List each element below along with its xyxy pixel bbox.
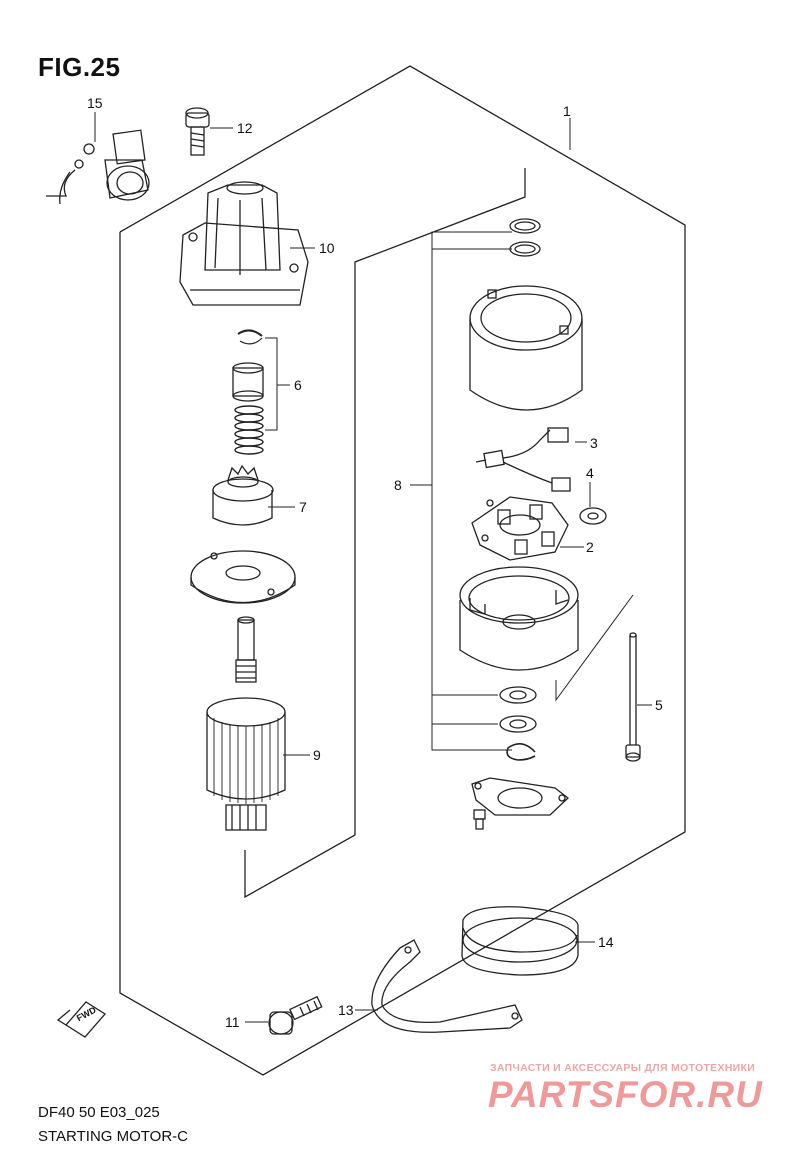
washers[interactable] [499,686,537,761]
brush-holder-part-2[interactable] [471,496,569,561]
callout-6[interactable]: 6 [294,377,302,393]
bracket-strap-part-13[interactable] [371,939,523,1033]
armature-part-9[interactable] [206,616,286,831]
rear-housing[interactable] [459,566,579,671]
watermark-logo: PARTSFOR.RU [488,1074,763,1115]
end-cover[interactable] [471,777,570,830]
rubber-band-part-14[interactable] [461,906,579,976]
fwd-arrow-icon [56,1001,106,1038]
figure-title: FIG.25 [38,52,121,82]
thrust-plate[interactable] [190,550,296,604]
callout-13[interactable]: 13 [338,1002,354,1018]
watermark-tagline: ЗАПЧАСТИ И АКСЕССУАРЫ ДЛЯ МОТОТЕХНИКИ [490,1062,756,1074]
callout-3[interactable]: 3 [590,435,598,451]
pinion-set-part-6[interactable] [232,329,264,455]
callout-1[interactable]: 1 [563,103,571,119]
front-housing-part-10[interactable] [179,181,309,306]
callout-11[interactable]: 11 [225,1014,240,1030]
callout-12[interactable]: 12 [237,120,253,136]
callout-10[interactable]: 10 [319,240,335,256]
o-rings[interactable] [509,218,541,257]
callout-8[interactable]: 8 [394,477,402,493]
through-bolt-part-5[interactable] [625,632,641,762]
figure-name: STARTING MOTOR-C [38,1128,188,1145]
assembly-outline [119,65,686,1076]
flange-bolt-part-11[interactable] [268,995,323,1035]
callout-4[interactable]: 4 [586,465,594,481]
leader-lines [94,112,652,1023]
callout-9[interactable]: 9 [313,747,321,763]
pinion-clutch-part-7[interactable] [212,464,274,526]
solenoid-switch-part-15[interactable] [46,129,150,205]
callout-5[interactable]: 5 [655,697,663,713]
callout-7[interactable]: 7 [299,499,307,515]
callout-15[interactable]: 15 [87,95,103,111]
yoke[interactable] [469,285,583,411]
figure-code: DF40 50 E03_025 [38,1104,160,1121]
brush-set-part-3[interactable] [475,427,571,492]
callout-2[interactable]: 2 [586,539,594,555]
callout-14[interactable]: 14 [598,934,614,950]
bolt-part-12[interactable] [185,107,210,156]
bearing-part-4[interactable] [579,507,607,525]
